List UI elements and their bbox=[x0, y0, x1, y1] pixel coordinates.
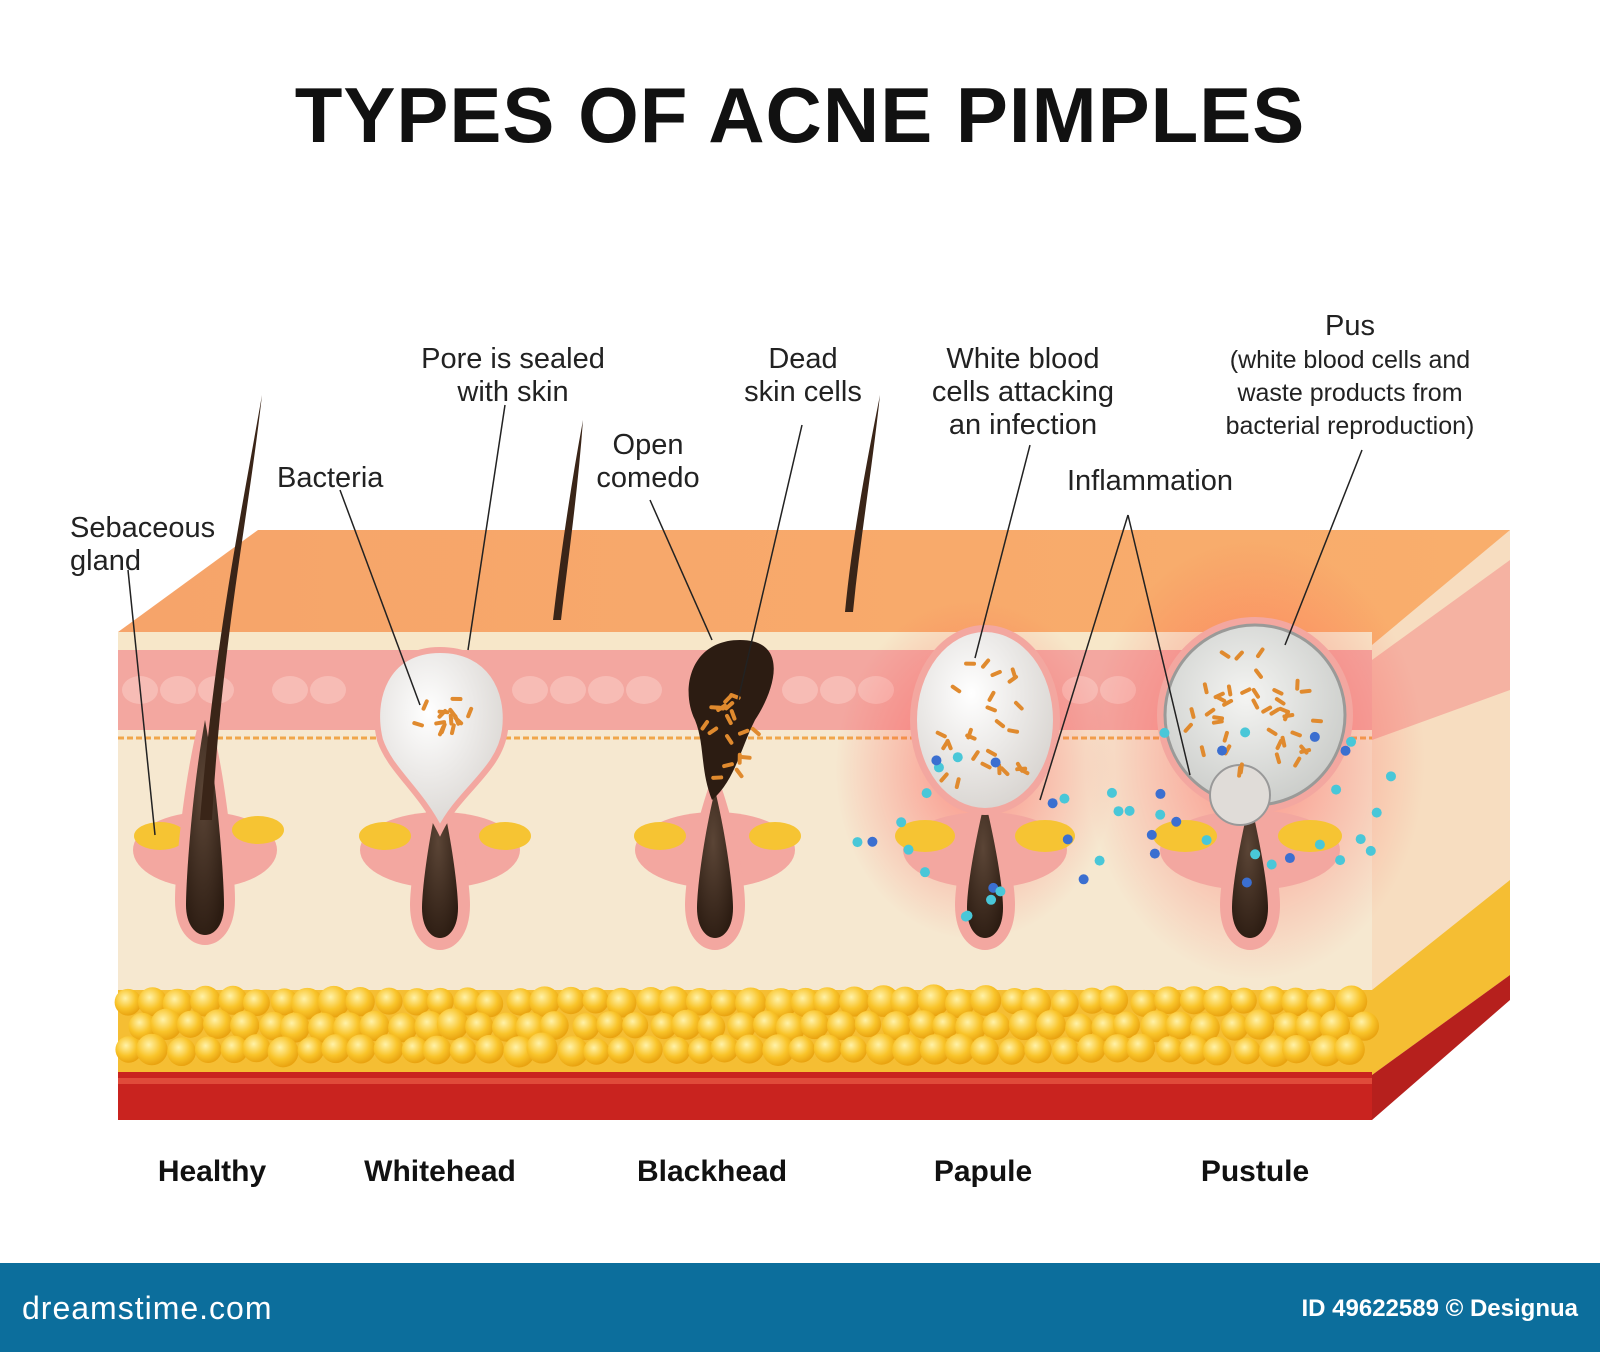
type-label-pustule: Pustule bbox=[1200, 1155, 1310, 1188]
label-inflammation: Inflammation bbox=[1067, 465, 1233, 497]
surface-hair-1 bbox=[553, 420, 583, 620]
bacteria-particles bbox=[412, 647, 1323, 790]
label-sebaceous-gland-1: Sebaceous bbox=[70, 512, 215, 544]
white-blood-cells bbox=[852, 727, 1396, 922]
label-pore-sealed-2: with skin bbox=[456, 376, 568, 408]
type-label-papule: Papule bbox=[933, 1155, 1033, 1188]
type-label-blackhead: Blackhead bbox=[636, 1155, 788, 1188]
label-open-comedo-2: comedo bbox=[596, 462, 699, 494]
label-pus-1: Pus bbox=[1325, 310, 1375, 342]
whitehead-follicle bbox=[359, 646, 531, 950]
footer-bar: dreamstime.com ID 49622589 © Designua bbox=[0, 1263, 1600, 1352]
leader-lines bbox=[127, 404, 1363, 836]
skin-cross-section: Sebaceous gland Bacteria Pore is sealed … bbox=[70, 310, 1510, 1120]
blackhead-follicle bbox=[634, 640, 801, 950]
label-pore-sealed-1: Pore is sealed bbox=[421, 343, 605, 375]
label-bacteria: Bacteria bbox=[277, 462, 384, 494]
type-label-healthy: Healthy bbox=[157, 1155, 267, 1188]
whitehead-plug bbox=[374, 646, 509, 837]
healthy-hair bbox=[200, 395, 262, 820]
label-white-blood-1: White blood bbox=[946, 343, 1099, 375]
label-sebaceous-gland-2: gland bbox=[70, 545, 141, 577]
label-white-blood-3: an infection bbox=[949, 409, 1097, 441]
surface-hair-2 bbox=[845, 395, 880, 612]
label-pus-4: bacterial reproduction) bbox=[1226, 412, 1475, 440]
label-open-comedo-1: Open bbox=[613, 429, 684, 461]
label-white-blood-2: cells attacking bbox=[932, 376, 1114, 408]
label-dead-skin-1: Dead bbox=[768, 343, 837, 375]
label-pus-2: (white blood cells and bbox=[1230, 346, 1470, 374]
papule-body bbox=[917, 632, 1053, 808]
healthy-follicle bbox=[133, 395, 284, 945]
footer-brand[interactable]: dreamstime.com bbox=[22, 1290, 273, 1326]
diagram-title: TYPES OF ACNE PIMPLES bbox=[294, 71, 1306, 159]
footer-image-id: ID 49622589 © Designua bbox=[1301, 1295, 1579, 1322]
fat-cells bbox=[114, 984, 1380, 1068]
type-label-whitehead: Whitehead bbox=[364, 1155, 516, 1188]
label-dead-skin-2: skin cells bbox=[744, 376, 862, 408]
label-pus-3: waste products from bbox=[1236, 379, 1462, 407]
